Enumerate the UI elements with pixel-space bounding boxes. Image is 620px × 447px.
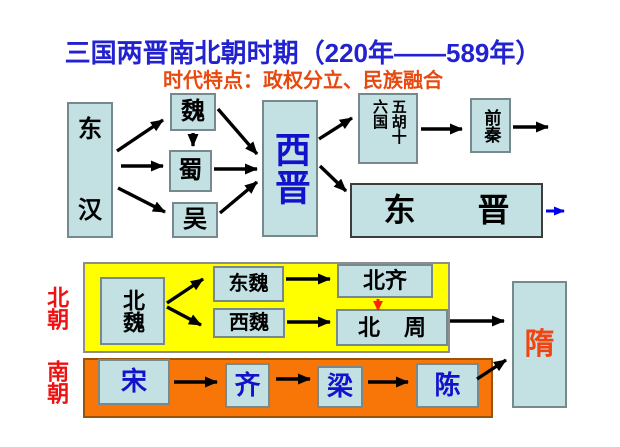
page-title: 三国两晋南北朝时期（220年——589年） <box>64 38 542 68</box>
node-shu: 蜀 <box>169 150 212 192</box>
arrow-xijin-dongjin <box>318 164 348 193</box>
node-northern-zhou-char1: 北 <box>357 314 380 340</box>
node-eastern-jin-char1: 东 <box>383 191 416 228</box>
southern-dynasties-label: 南朝 <box>44 360 70 404</box>
node-western-wei: 西魏 <box>213 308 285 338</box>
node-sixteen-kingdoms: 五胡十六国 <box>358 93 418 164</box>
arrow-wei-xijin <box>216 107 259 156</box>
node-liang: 梁 <box>317 366 363 408</box>
arrow-donghan-wu <box>117 186 166 214</box>
node-northern-zhou-char2: 周 <box>404 314 427 340</box>
node-northern-wei: 北魏 <box>100 277 165 345</box>
node-eastern-han: 东 汉 <box>67 102 113 238</box>
node-wu: 吴 <box>172 202 218 238</box>
node-sui: 隋 <box>512 281 567 408</box>
node-wei: 魏 <box>170 93 216 131</box>
node-eastern-jin-char2: 晋 <box>477 191 510 228</box>
page-subtitle: 时代特点：政权分立、民族融合 <box>163 70 443 92</box>
node-northern-zhou: 北 周 <box>336 309 448 346</box>
node-eastern-jin: 东 晋 <box>350 183 543 238</box>
node-northern-qi: 北齐 <box>337 264 433 298</box>
node-qi: 齐 <box>225 363 270 408</box>
node-eastern-han-char2: 汉 <box>78 196 102 224</box>
node-chen: 陈 <box>416 363 479 408</box>
node-song: 宋 <box>98 359 170 405</box>
node-eastern-wei: 东魏 <box>213 266 284 302</box>
northern-dynasties-label: 北朝 <box>44 286 70 330</box>
arrow-wu-xijin <box>218 180 259 215</box>
node-former-qin: 前秦 <box>470 98 511 153</box>
node-western-jin: 西晋 <box>262 100 318 237</box>
node-eastern-han-char1: 东 <box>78 116 102 143</box>
arrow-xijin-wuhu <box>318 116 353 141</box>
arrow-donghan-wei <box>116 118 164 153</box>
